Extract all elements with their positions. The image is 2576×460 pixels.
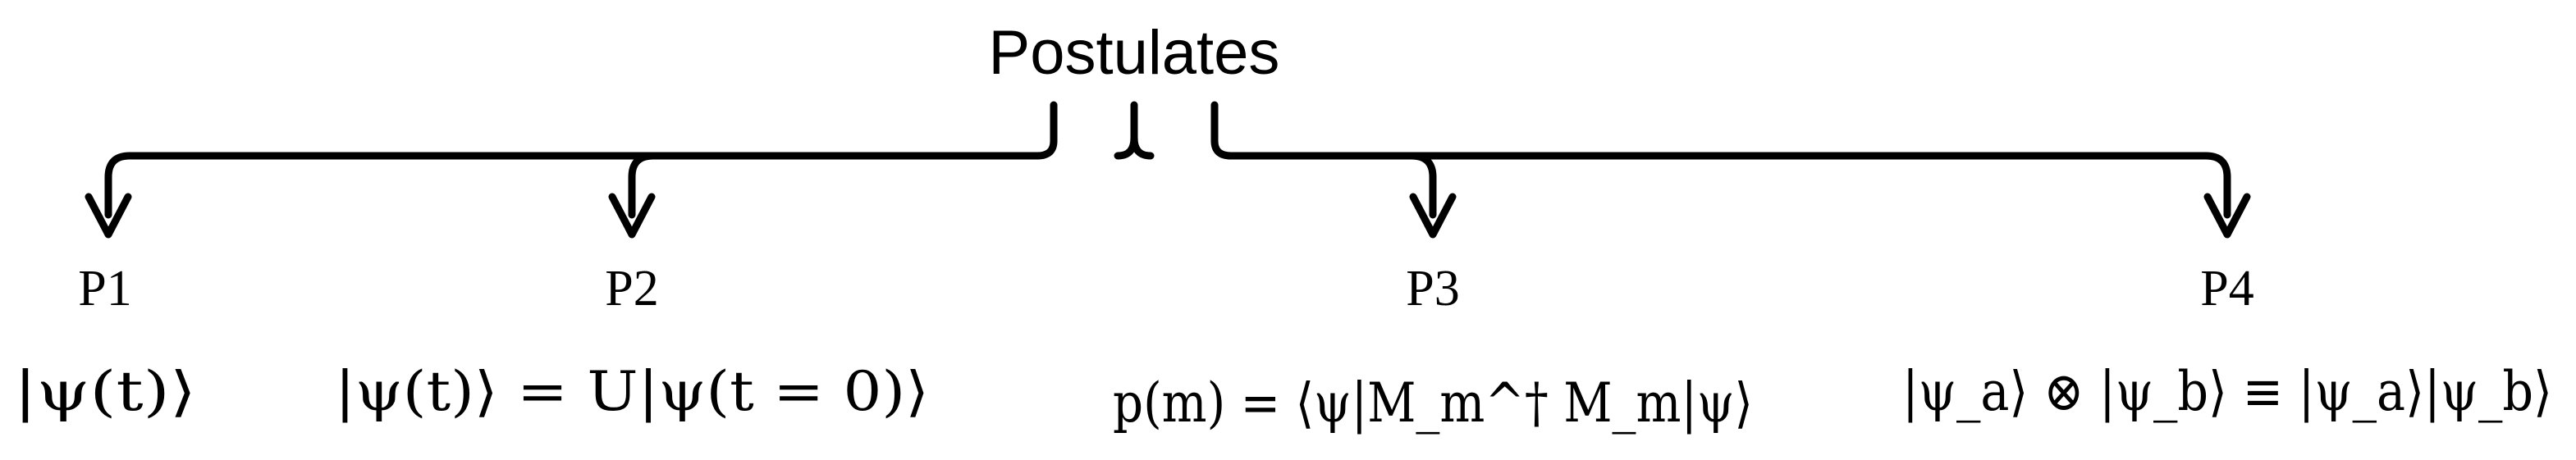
arrow-head-p1	[85, 193, 132, 239]
postulate-label-p4: P4	[2200, 261, 2253, 317]
diagram-title: Postulates	[989, 18, 1280, 88]
arrow-head-p4	[2203, 193, 2251, 239]
arrow-head-p2	[608, 193, 656, 239]
formula-p1: |ψ(t)⟩	[14, 360, 196, 423]
formula-p4: |ψ_a⟩ ⊗ |ψ_b⟩ ≡ |ψ_a⟩|ψ_b⟩	[1902, 360, 2552, 423]
arrow-head-p3	[1409, 193, 1457, 239]
postulate-label-p3: P3	[1406, 261, 1459, 317]
postulate-label-p2: P2	[605, 261, 658, 317]
postulate-label-p1: P1	[78, 261, 131, 317]
title-curly-brace	[1033, 101, 1235, 160]
formula-p2: |ψ(t)⟩ = U|ψ(t = 0)⟩	[335, 360, 929, 423]
connector-line	[104, 152, 2231, 219]
formula-p3: p(m) = ⟨ψ|M_m^† M_m|ψ⟩	[1113, 371, 1753, 435]
